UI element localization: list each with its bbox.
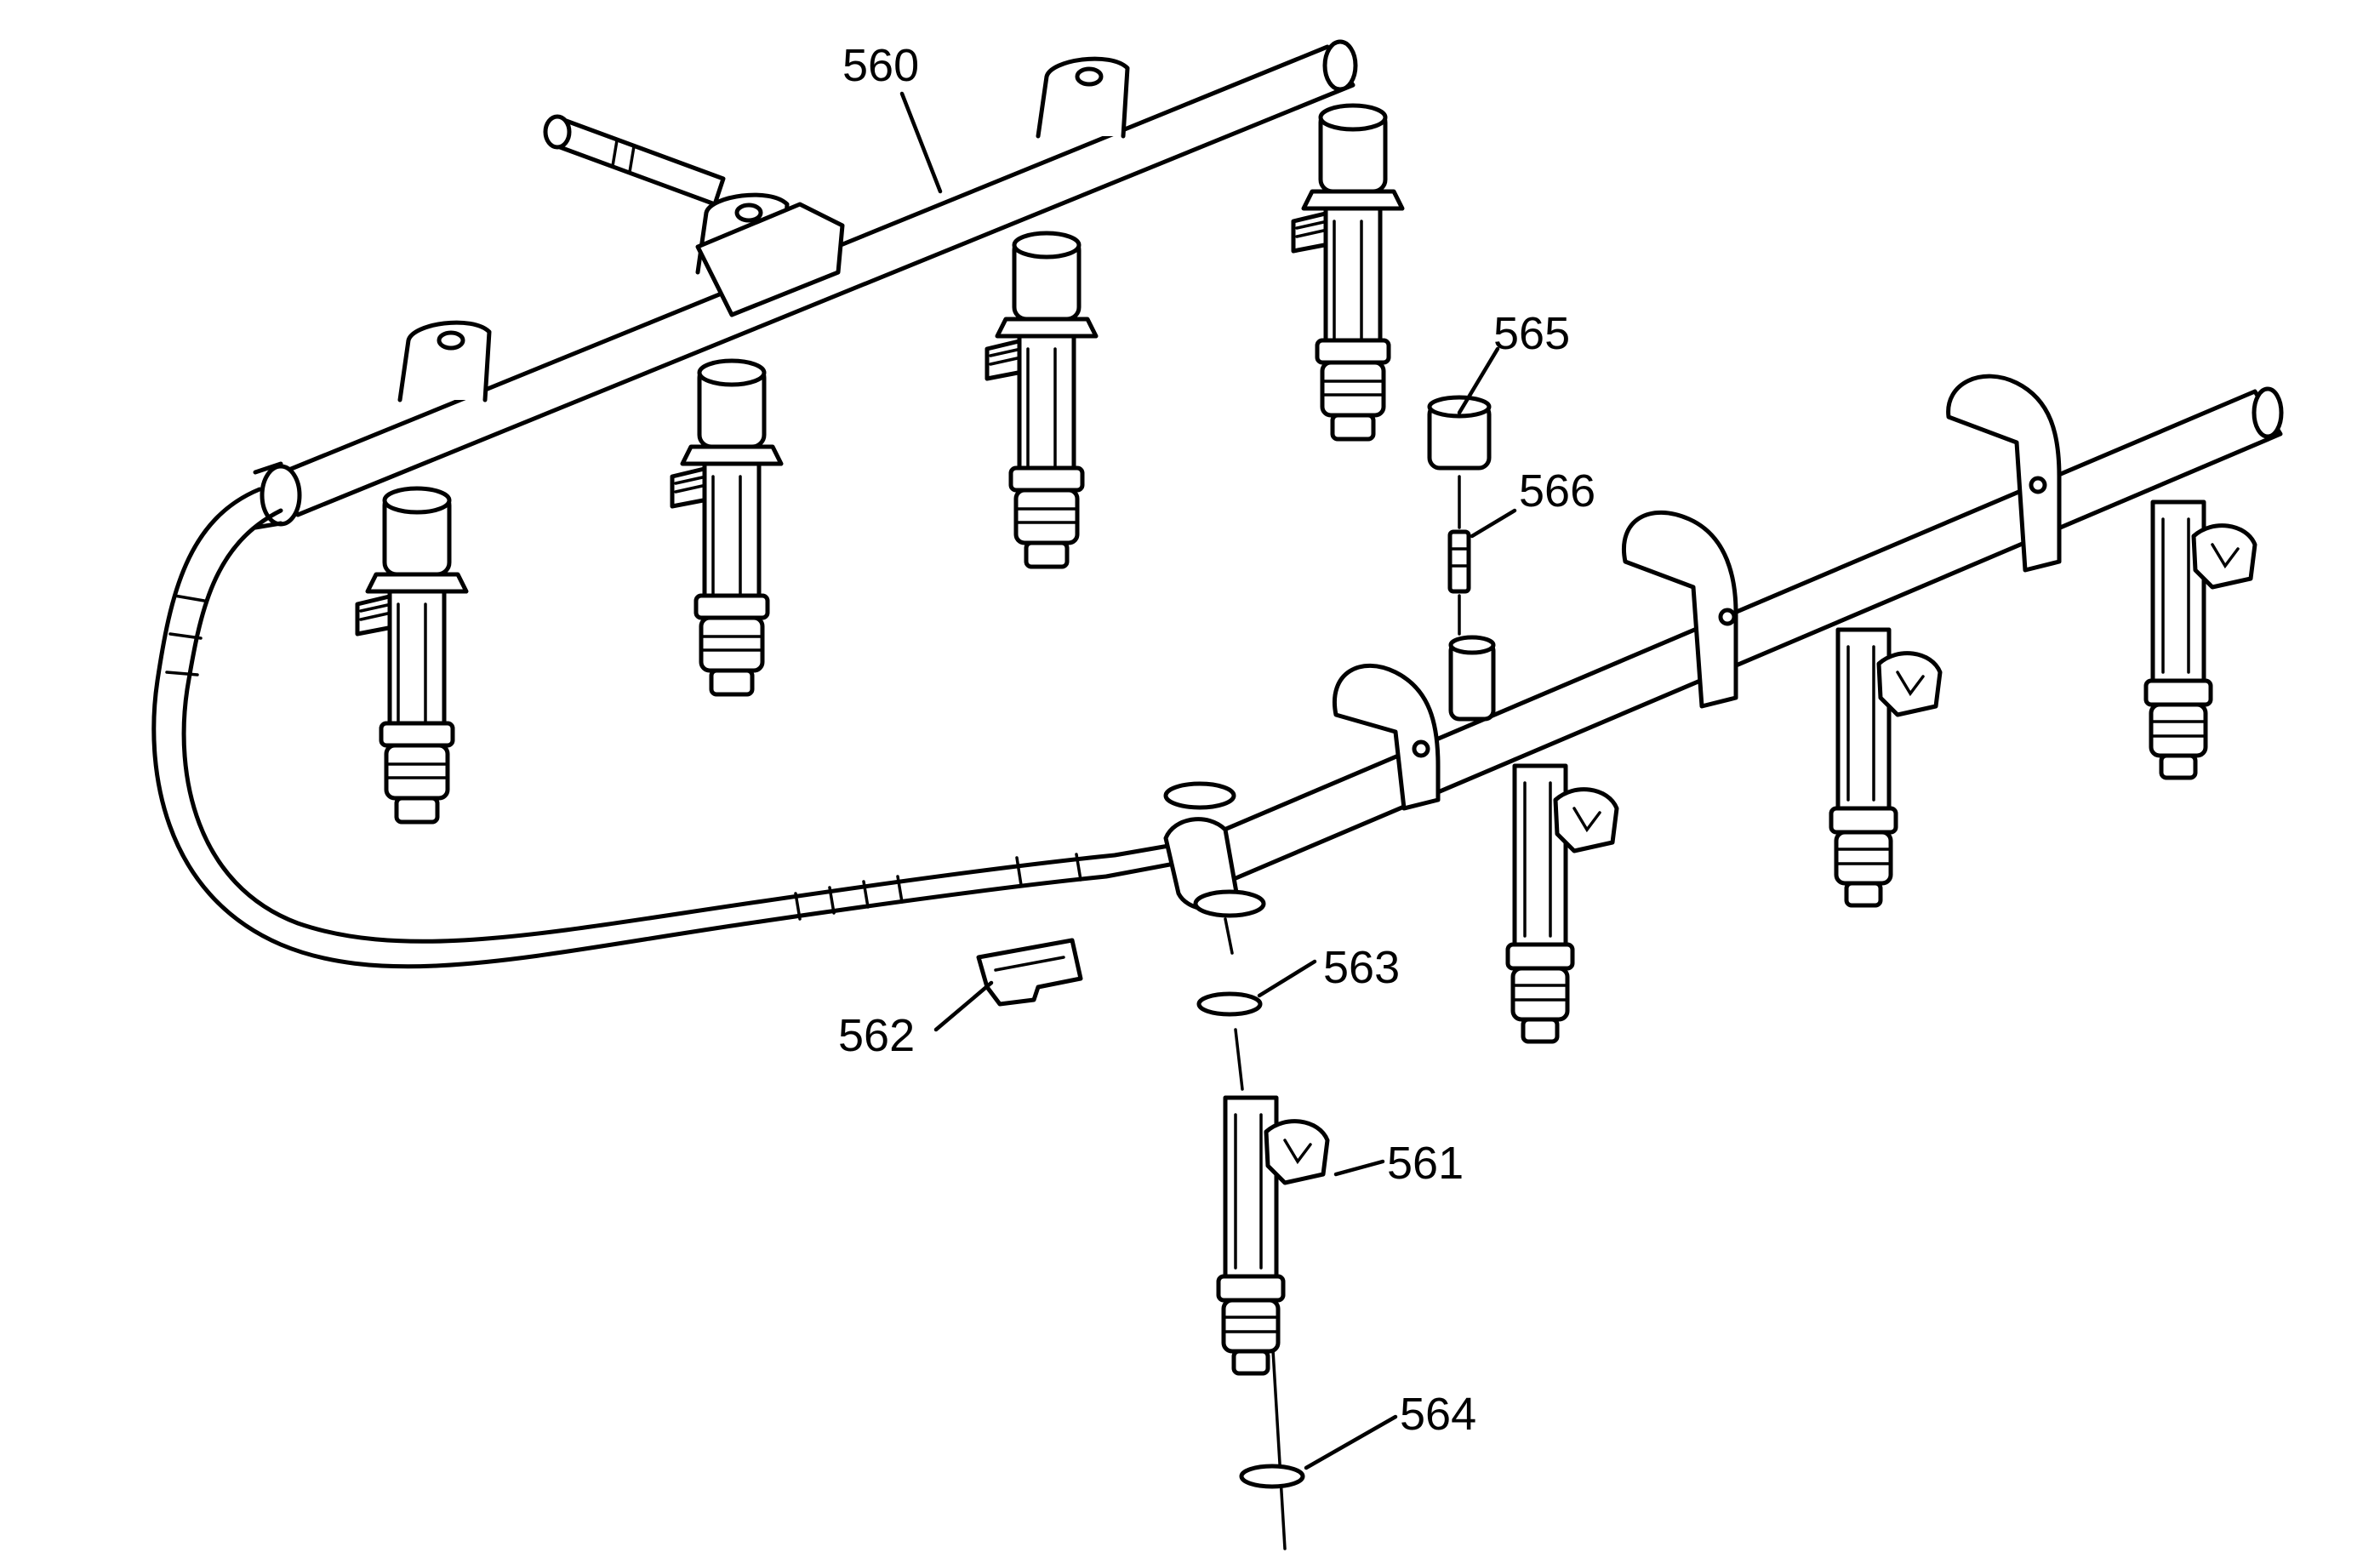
upper-fuel-rail xyxy=(253,39,1402,822)
schrader-valve xyxy=(1447,529,1471,594)
callout-562: 562 xyxy=(838,1010,915,1061)
callout-565: 565 xyxy=(1493,308,1570,359)
callout-561: 561 xyxy=(1387,1138,1464,1189)
service-valve-cap-assembly xyxy=(1427,395,1492,636)
callout-564: 564 xyxy=(1400,1389,1476,1440)
leader-lines xyxy=(899,91,1517,1470)
callout-563: 563 xyxy=(1323,942,1400,993)
callout-560: 560 xyxy=(842,40,919,91)
crossover-hose xyxy=(151,487,1181,969)
callout-566: 566 xyxy=(1519,465,1595,517)
o-ring-lower xyxy=(1239,1464,1305,1489)
lower-fuel-rail xyxy=(1163,374,2284,1042)
fuel-injector-exploded xyxy=(1196,917,1327,1550)
o-ring-upper xyxy=(1196,991,1263,1017)
retainer-clip xyxy=(976,938,1083,1007)
